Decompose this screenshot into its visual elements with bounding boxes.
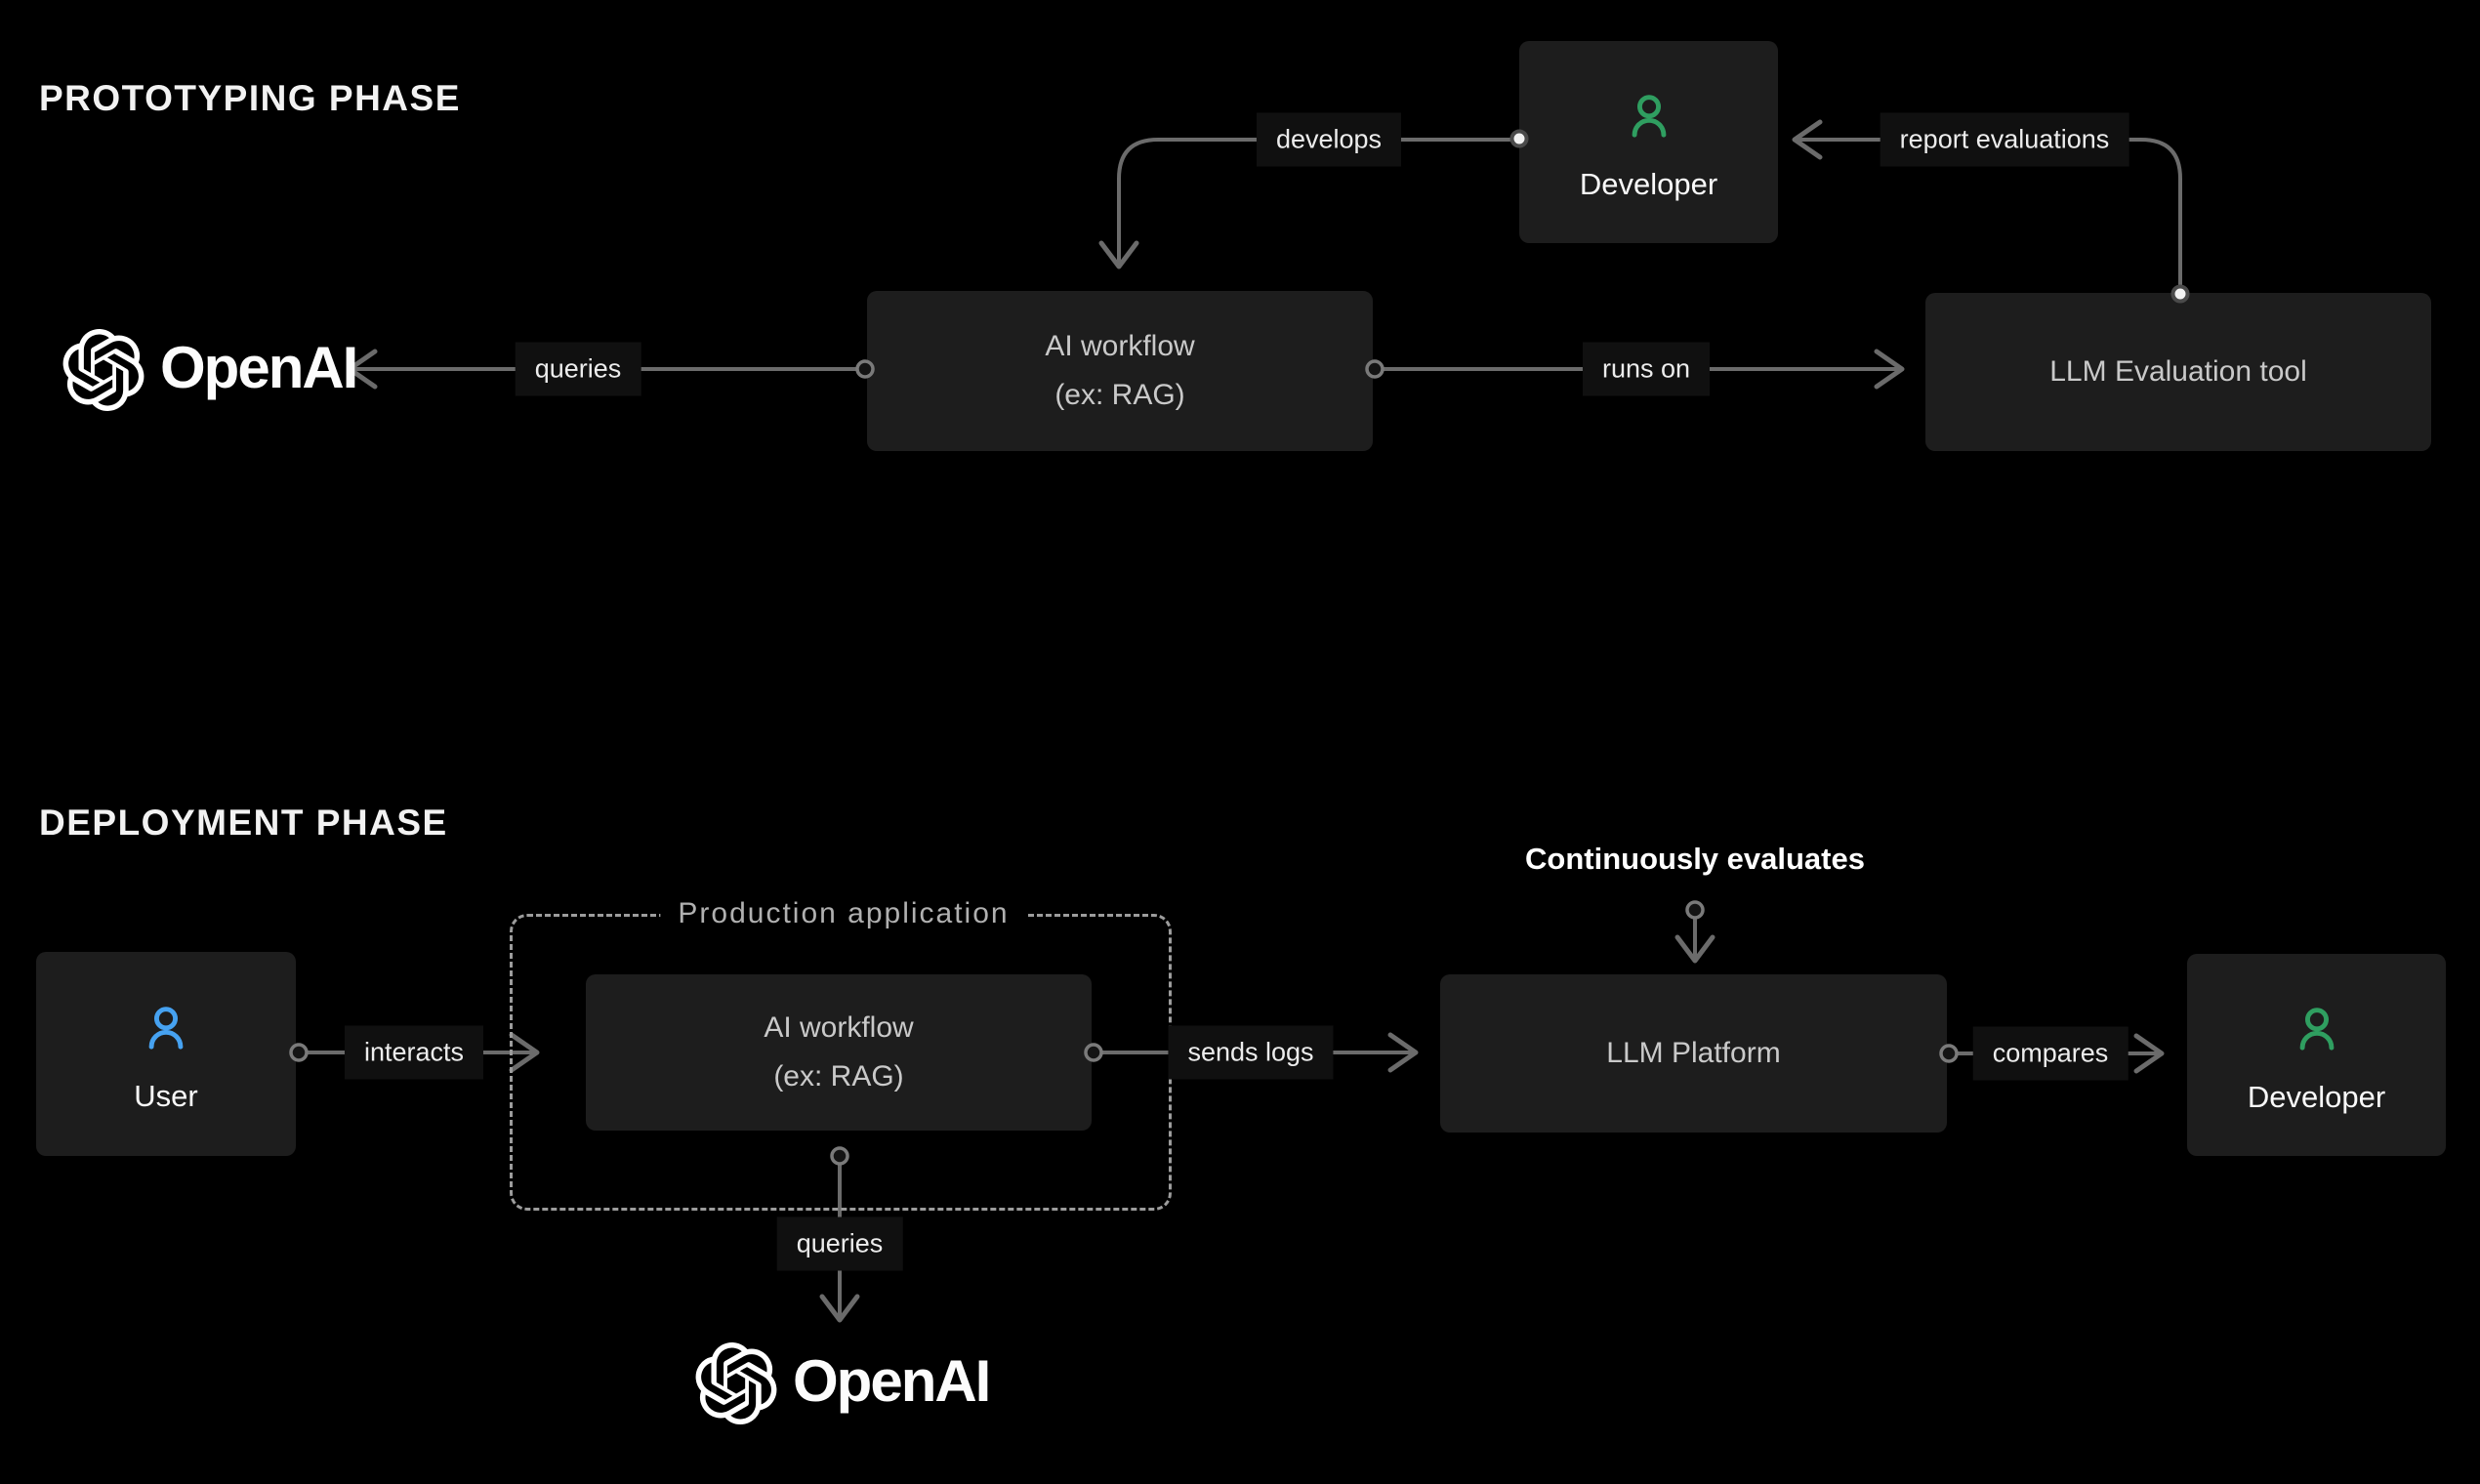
node-label-ai-workflow-line1: AI workflow (1045, 330, 1195, 362)
node-label-llm-evaluation-tool: LLM Evaluation tool (2049, 355, 2307, 388)
node-label-ai-workflow-line2: (ex: RAG) (773, 1060, 904, 1092)
node-developer-deployment: Developer (2187, 954, 2446, 1156)
node-label-user: User (134, 1078, 198, 1113)
production-application-label: Production application (660, 897, 1027, 930)
node-ai-workflow-deployment: AI workflow (ex: RAG) (586, 974, 1092, 1131)
edge-label-queries-bottom: queries (776, 1216, 903, 1271)
person-icon (148, 1006, 184, 1050)
connector-dot (1685, 900, 1705, 920)
openai-logo-icon (62, 329, 145, 411)
arrowhead-down-queries-bottom (819, 1294, 860, 1323)
arrowhead-down-develops (1098, 240, 1139, 269)
edge-label-sends-logs: sends logs (1168, 1025, 1334, 1080)
edge-label-interacts: interacts (344, 1025, 484, 1080)
edge-label-report-evaluations: report evaluations (1880, 112, 2129, 167)
deployment-phase-title: DEPLOYMENT PHASE (39, 803, 448, 843)
edge-label-runs-on: runs on (1582, 342, 1711, 396)
openai-logo-icon (695, 1342, 777, 1424)
edge-label-compares: compares (1972, 1026, 2129, 1081)
node-developer-prototyping: Developer (1519, 41, 1778, 243)
node-label-llm-platform: LLM Platform (1606, 1037, 1781, 1069)
arrowhead-down-continuously-evaluates (1674, 934, 1715, 964)
node-llm-platform: LLM Platform (1440, 974, 1947, 1133)
arrowhead-right-sends-logs (1387, 1032, 1419, 1073)
openai-logo-top: OpenAI (62, 328, 358, 412)
continuously-evaluates-note: Continuously evaluates (1525, 842, 1865, 876)
openai-wordmark-top: OpenAI (160, 334, 358, 400)
node-label-developer: Developer (1579, 166, 1718, 201)
person-icon (2299, 1007, 2334, 1051)
edge-label-develops: develops (1256, 112, 1402, 167)
node-label-developer: Developer (2247, 1079, 2386, 1114)
prototyping-phase-title: PROTOTYPING PHASE (39, 78, 461, 118)
node-label-ai-workflow-line2: (ex: RAG) (1054, 379, 1185, 411)
arrowhead-left-report-evaluations (1792, 119, 1823, 160)
node-ai-workflow-prototyping: AI workflow (ex: RAG) (867, 291, 1373, 451)
node-label-ai-workflow-line1: AI workflow (764, 1011, 914, 1044)
person-icon (1632, 94, 1666, 138)
node-llm-evaluation-tool: LLM Evaluation tool (1925, 293, 2431, 451)
arrowhead-right-runs-on (1874, 349, 1905, 390)
arrowhead-right-compares (2133, 1033, 2165, 1074)
openai-logo-bottom: OpenAI (695, 1341, 991, 1425)
edge-label-queries-top: queries (515, 342, 641, 396)
node-user: User (36, 952, 296, 1156)
openai-wordmark-bottom: OpenAI (793, 1347, 991, 1414)
